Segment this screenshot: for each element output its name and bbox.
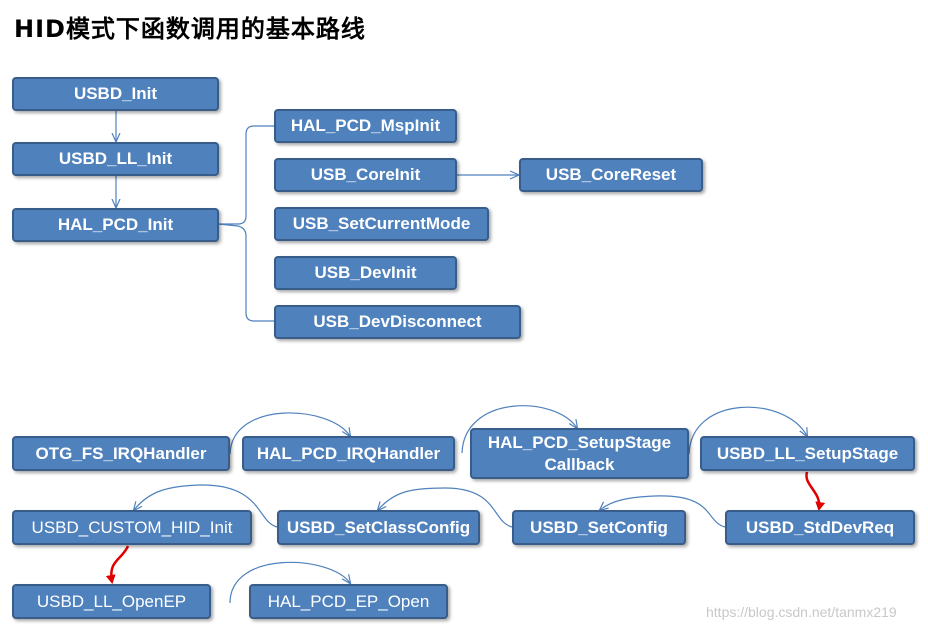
node-usb-coreinit: USB_CoreInit (274, 158, 457, 192)
node-hal-pcd-mspinit: HAL_PCD_MspInit (274, 109, 457, 143)
node-otg-fs-irqhandler: OTG_FS_IRQHandler (12, 436, 230, 471)
red-arrow-custom-hid-init-to-openep (105, 545, 130, 584)
arrow-setclassconfig-to-custom-hid-init (134, 484, 278, 528)
node-hal-pcd-init: HAL_PCD_Init (12, 208, 219, 242)
arrow-hal-irq-to-setupstage-callback (461, 405, 577, 454)
watermark: https://blog.csdn.net/tanmx219 (706, 604, 897, 620)
node-hal-pcd-ep-open: HAL_PCD_EP_Open (249, 584, 448, 619)
arrow-openep-to-ep-open (229, 561, 350, 604)
node-usbd-init: USBD_Init (12, 77, 219, 111)
node-usbd-stddevreq: USBD_StdDevReq (725, 510, 915, 545)
node-hal-pcd-setupstage-callback: HAL_PCD_SetupStage Callback (470, 428, 689, 479)
node-usbd-ll-init: USBD_LL_Init (12, 142, 219, 176)
node-usb-devinit: USB_DevInit (274, 256, 457, 290)
arrow-callback-to-ll-setupstage (688, 406, 807, 455)
node-usbd-setclassconfig: USBD_SetClassConfig (277, 510, 480, 545)
node-usbd-setconfig: USBD_SetConfig (512, 510, 686, 545)
diagram-title: HID模式下函数调用的基本路线 (14, 15, 366, 43)
arrow-otg-to-hal-irq (229, 412, 350, 455)
node-hal-pcd-irqhandler: HAL_PCD_IRQHandler (242, 436, 455, 471)
red-arrow-setupstage-to-stddevreq (805, 471, 826, 511)
node-usb-corereset: USB_CoreReset (519, 158, 703, 192)
node-usbd-ll-openep: USBD_LL_OpenEP (12, 584, 211, 619)
node-usbd-custom-hid-init: USBD_CUSTOM_HID_Init (12, 510, 252, 545)
arrow-stddevreq-to-setconfig (600, 495, 726, 528)
arrow-setconfig-to-setclassconfig (378, 487, 513, 528)
node-usbd-ll-setupstage: USBD_LL_SetupStage (700, 436, 915, 471)
bracket-hal-pcd-init-children (217, 125, 274, 322)
node-usb-devdisconnect: USB_DevDisconnect (274, 305, 521, 339)
node-usb-setcurrentmode: USB_SetCurrentMode (274, 207, 489, 241)
